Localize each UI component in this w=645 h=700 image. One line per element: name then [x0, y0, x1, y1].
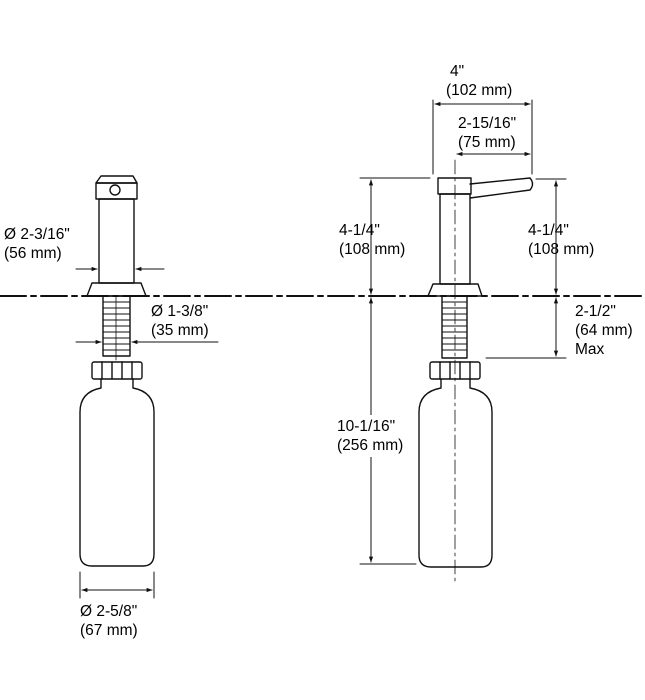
depth-below-deck-imperial: 10-1/16"	[337, 418, 396, 435]
height-above-deck-right-label: 4-1/4" (108 mm)	[528, 221, 594, 259]
spout-reach-metric: (75 mm)	[458, 134, 516, 151]
overall-reach-imperial: 4"	[450, 63, 465, 80]
overall-reach-label: 4" (102 mm)	[446, 62, 512, 100]
height-above-deck-left-label: 4-1/4" (108 mm)	[339, 221, 405, 259]
bottle-diameter-metric: (67 mm)	[80, 622, 138, 639]
side-view-dispenser	[418, 177, 534, 568]
height-above-deck-right-imperial: 4-1/4"	[528, 222, 569, 239]
spout-reach-label: 2-15/16" (75 mm)	[458, 114, 516, 152]
height-above-deck-left-imperial: 4-1/4"	[339, 222, 380, 239]
head-diameter-label: Ø 2-3/16" (56 mm)	[4, 225, 70, 263]
bottle-diameter-label: Ø 2-5/8" (67 mm)	[80, 602, 138, 640]
side-view-dimension-lines	[359, 99, 567, 565]
height-above-deck-left-metric: (108 mm)	[339, 241, 406, 258]
head-diameter-imperial: Ø 2-3/16"	[4, 226, 70, 243]
shank-diameter-metric: (35 mm)	[151, 322, 209, 339]
max-deck-thickness-note: Max	[575, 341, 605, 358]
head-diameter-metric: (56 mm)	[4, 245, 62, 262]
max-deck-thickness-imperial: 2-1/2"	[575, 303, 616, 320]
depth-below-deck-metric: (256 mm)	[337, 437, 404, 454]
front-view-dimension-lines	[75, 259, 219, 599]
max-deck-thickness-label: 2-1/2" (64 mm) Max	[575, 302, 633, 359]
spout-reach-imperial: 2-15/16"	[458, 115, 517, 132]
shank-diameter-label: Ø 1-3/8" (35 mm)	[151, 302, 209, 340]
height-above-deck-right-metric: (108 mm)	[528, 241, 595, 258]
max-deck-thickness-metric: (64 mm)	[575, 322, 633, 339]
bottle-diameter-imperial: Ø 2-5/8"	[80, 603, 138, 620]
shank-diameter-imperial: Ø 1-3/8"	[151, 303, 209, 320]
front-view-dispenser	[79, 175, 155, 567]
overall-reach-metric: (102 mm)	[446, 82, 513, 99]
depth-below-deck-label: 10-1/16" (256 mm)	[337, 415, 404, 457]
